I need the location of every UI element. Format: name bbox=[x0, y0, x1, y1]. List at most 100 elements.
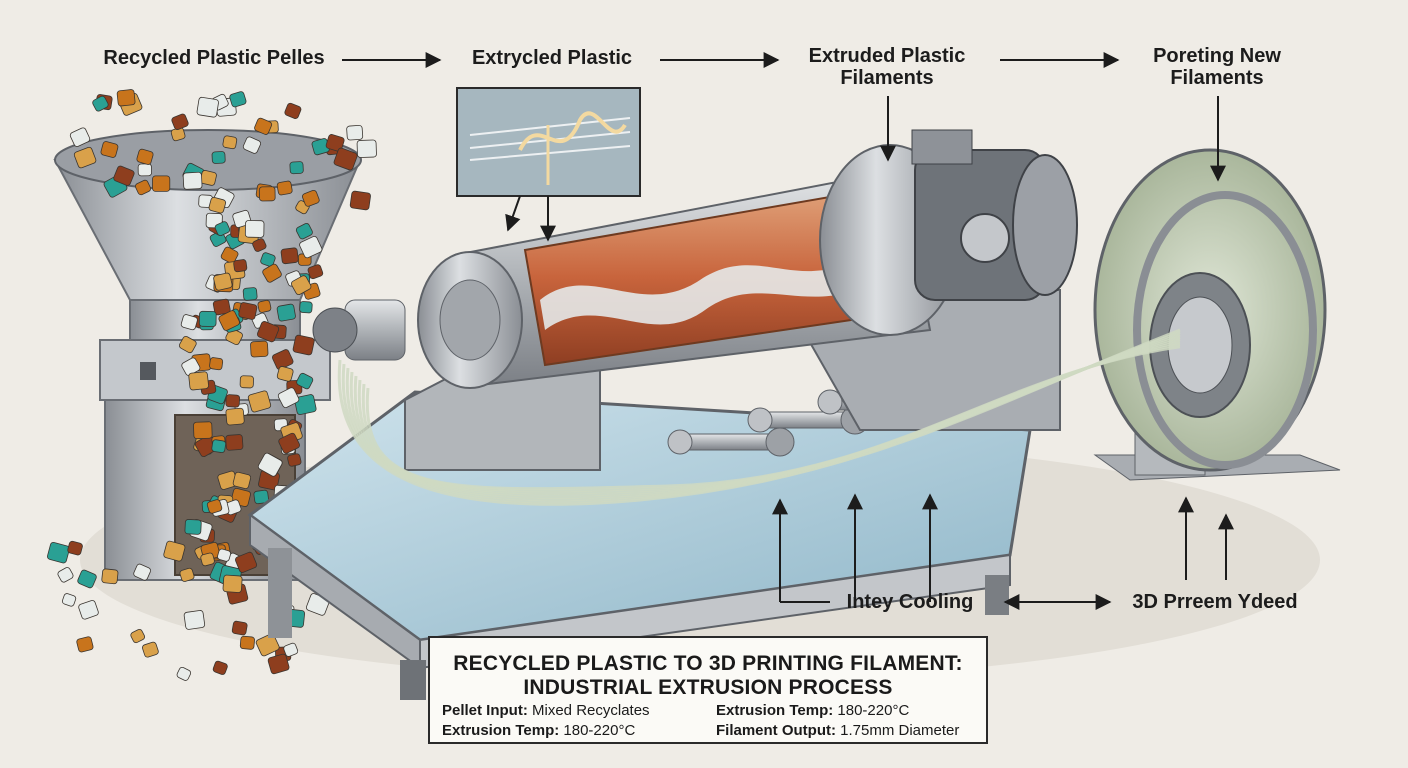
pellet bbox=[199, 170, 217, 186]
pellet bbox=[287, 453, 302, 467]
pellet bbox=[349, 190, 371, 211]
pellet bbox=[278, 432, 300, 454]
melt-zoom-inset bbox=[456, 87, 641, 197]
pellet bbox=[242, 136, 261, 154]
pellet bbox=[277, 387, 300, 408]
pellet bbox=[61, 593, 77, 607]
flow-arrows bbox=[342, 52, 1234, 610]
label-extruded-filaments: Extruded Plastic Filaments bbox=[808, 45, 966, 89]
pellet bbox=[284, 102, 302, 119]
pellet bbox=[346, 124, 364, 141]
label-3d-printer: 3D Prreem Ydeed bbox=[1132, 591, 1298, 613]
pellet bbox=[100, 141, 119, 158]
pellet bbox=[233, 259, 248, 273]
pellet bbox=[225, 394, 241, 408]
extruder bbox=[312, 129, 1078, 471]
label-extrycled-plastic: Extrycled Plastic bbox=[471, 47, 633, 69]
caption-title-line2: INDUSTRIAL EXTRUSION PROCESS bbox=[523, 676, 893, 699]
pellet bbox=[209, 357, 224, 371]
pellet bbox=[220, 246, 239, 264]
pellet bbox=[218, 310, 240, 331]
caption-title-line1: RECYCLED PLASTIC TO 3D PRINTING FILAMENT… bbox=[453, 652, 963, 675]
pellet bbox=[333, 147, 358, 171]
pellet bbox=[253, 489, 270, 505]
pellet bbox=[211, 439, 227, 454]
pellet bbox=[271, 349, 294, 370]
pellet bbox=[267, 653, 290, 675]
spec-pellet-input: Pellet Input: Mixed Recyclates bbox=[442, 702, 650, 719]
pellet bbox=[258, 186, 276, 202]
filament-strands bbox=[337, 328, 1181, 506]
pellet bbox=[299, 301, 313, 314]
pellet bbox=[196, 96, 219, 118]
filament-spool bbox=[1093, 148, 1341, 481]
pellet bbox=[137, 163, 152, 177]
pellet bbox=[235, 551, 258, 573]
pellet bbox=[133, 563, 151, 581]
pellet bbox=[225, 434, 244, 451]
pellet bbox=[292, 334, 315, 356]
pellet bbox=[325, 134, 345, 152]
pellet bbox=[299, 235, 323, 259]
pellet bbox=[283, 642, 299, 657]
pellet bbox=[256, 321, 280, 343]
pellet bbox=[208, 196, 227, 214]
pellet bbox=[67, 540, 83, 556]
pellet bbox=[136, 148, 154, 165]
pellet bbox=[262, 263, 282, 283]
pellet bbox=[211, 151, 226, 164]
pellet bbox=[289, 161, 304, 175]
pellet bbox=[276, 366, 294, 382]
pellet bbox=[239, 635, 255, 650]
pellet bbox=[113, 165, 135, 186]
pellet bbox=[182, 171, 203, 190]
pellet bbox=[222, 574, 243, 593]
pellet bbox=[295, 223, 313, 240]
pellet bbox=[179, 567, 195, 582]
pellet bbox=[152, 175, 171, 192]
pellet bbox=[255, 633, 280, 657]
pellet bbox=[200, 552, 215, 567]
pellet bbox=[239, 375, 254, 389]
pellet bbox=[217, 548, 232, 562]
pellet bbox=[296, 372, 314, 390]
pellet bbox=[183, 610, 206, 630]
pellet bbox=[188, 371, 209, 391]
spec-filament-output: Filament Output: 1.75mm Diameter bbox=[716, 722, 960, 739]
pellet bbox=[276, 303, 296, 322]
spec-extrusion-temp-left: Extrusion Temp: 180-220°C bbox=[442, 722, 636, 739]
pellet bbox=[176, 666, 192, 681]
pellet bbox=[212, 298, 231, 316]
pellet bbox=[171, 113, 189, 130]
pellet bbox=[178, 335, 197, 354]
pellet bbox=[254, 117, 273, 135]
pellet bbox=[280, 247, 299, 265]
pellet bbox=[302, 189, 320, 207]
pellet bbox=[130, 628, 146, 644]
pellet bbox=[116, 89, 136, 107]
pellet bbox=[57, 567, 74, 583]
pellet bbox=[250, 340, 269, 358]
pellet bbox=[238, 302, 258, 320]
label-poreting-filaments: Poreting New Filaments bbox=[1153, 45, 1281, 89]
pellet bbox=[252, 238, 267, 252]
pellet bbox=[229, 91, 247, 108]
pellet bbox=[180, 314, 198, 331]
pellet bbox=[307, 264, 324, 280]
pellet bbox=[206, 499, 223, 514]
pellet bbox=[184, 519, 202, 535]
pellet bbox=[142, 641, 159, 658]
pellet bbox=[163, 540, 186, 562]
pellet bbox=[222, 135, 238, 150]
pellet bbox=[69, 127, 91, 147]
pellet bbox=[214, 221, 231, 236]
filament-strand bbox=[365, 345, 1181, 491]
pellet bbox=[260, 252, 276, 267]
label-cooling: Intey Cooling bbox=[846, 591, 974, 613]
pellet bbox=[101, 568, 119, 585]
label-recycled-pellets: Recycled Plastic Pelles bbox=[103, 47, 325, 69]
pellet bbox=[77, 569, 97, 589]
pellet bbox=[225, 407, 245, 426]
pellet bbox=[257, 452, 283, 477]
